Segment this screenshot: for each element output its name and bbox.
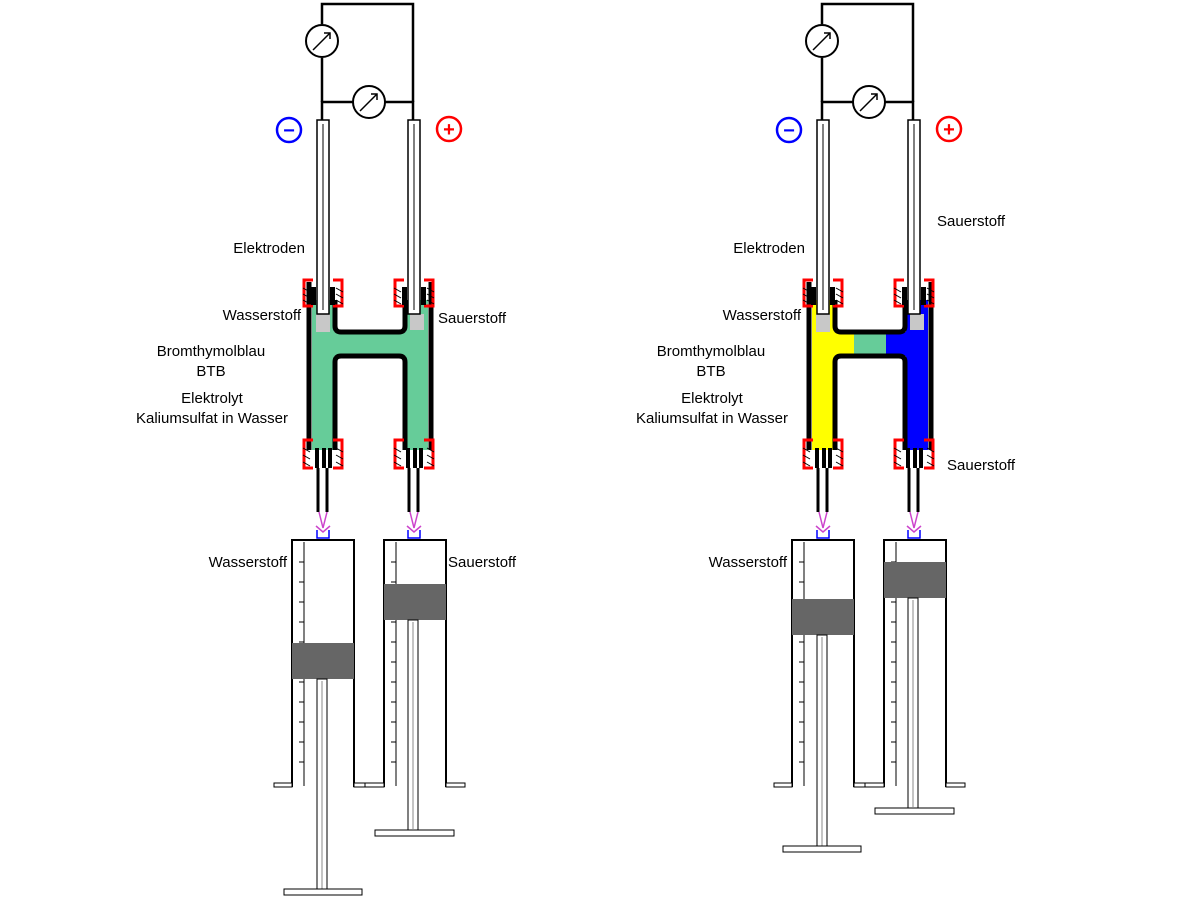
left-meter-upper (305, 24, 339, 58)
right-clamp-bottom-left (802, 438, 844, 470)
left-plus-text: + (443, 119, 455, 141)
right-neutral-zone (854, 332, 886, 356)
right-clamp-bottom-right (893, 438, 935, 470)
right-plus-text: + (943, 119, 955, 141)
right-electrodes-label: Elektroden (733, 240, 805, 257)
left-apparatus: − + (136, 2, 517, 896)
left-oxygen-label: Sauerstoff (438, 310, 507, 327)
left-electrolyte (312, 300, 428, 450)
right-indicator-label: Bromthymolblau (657, 343, 765, 360)
left-h-tube-walls (306, 282, 434, 450)
right-plus-sign: + (935, 115, 963, 143)
left-minus-sign: − (275, 116, 303, 144)
right-piston-hydrogen (792, 599, 854, 635)
left-indicator-label: Bromthymolblau (157, 343, 265, 360)
right-indicator-abbrev: BTB (696, 363, 725, 380)
right-meter-upper (805, 24, 839, 58)
right-oxygen-bottom-label: Sauerstoff (947, 457, 1016, 474)
left-electrode-minus (316, 119, 330, 315)
right-electrode-plus (907, 119, 921, 315)
left-piston-oxygen (384, 584, 446, 620)
right-hydrogen-gas (816, 314, 830, 332)
left-plus-sign: + (435, 115, 463, 143)
right-apparatus: − + (636, 2, 1016, 853)
right-hose-connectors (815, 511, 922, 539)
right-circuit-wires (820, 2, 915, 120)
left-hoses (316, 468, 420, 512)
right-minus-sign: − (775, 116, 803, 144)
left-clamp-bottom-left (302, 438, 344, 470)
right-base-column (906, 300, 928, 450)
left-oxygen-gas (410, 314, 424, 330)
left-syringe-oxygen (364, 539, 466, 837)
right-syringe-hydrogen (773, 539, 873, 853)
right-oxygen-top-label: Sauerstoff (937, 213, 1006, 230)
left-meter-lower (352, 85, 386, 119)
left-piston-hydrogen (292, 643, 354, 679)
right-oxygen-gas (910, 314, 924, 330)
right-piston-oxygen (884, 562, 946, 598)
left-syringe-hydrogen (273, 539, 373, 896)
left-electrolyte-label: Elektrolyt (181, 390, 244, 407)
left-circuit-wires (320, 2, 415, 120)
right-syringe-oxygen (864, 539, 966, 815)
left-minus-text: − (283, 120, 295, 142)
right-hydrogen-label: Wasserstoff (723, 307, 802, 324)
right-minus-text: − (783, 120, 795, 142)
right-hoses (816, 468, 920, 512)
left-syringe-hydrogen-label: Wasserstoff (209, 554, 288, 571)
left-hydrogen-label: Wasserstoff (223, 307, 302, 324)
left-clamp-top-right (393, 278, 435, 308)
left-hydrogen-gas (316, 314, 330, 332)
right-clamp-top-left (802, 278, 844, 308)
right-electrode-minus (816, 119, 830, 315)
right-electrolyte-desc: Kaliumsulfat in Wasser (636, 410, 788, 427)
left-indicator-abbrev: BTB (196, 363, 225, 380)
right-meter-lower (852, 85, 886, 119)
right-syringe-hydrogen-label: Wasserstoff (709, 554, 788, 571)
left-electrolyte-desc: Kaliumsulfat in Wasser (136, 410, 288, 427)
right-acid-column (812, 300, 834, 450)
left-clamp-bottom-right (393, 438, 435, 470)
right-clamp-top-right (893, 278, 935, 308)
right-electrolyte (812, 300, 928, 450)
left-hose-connectors (315, 511, 422, 539)
right-electrolyte-label: Elektrolyt (681, 390, 744, 407)
right-h-tube-walls (806, 282, 934, 450)
left-electrode-plus (407, 119, 421, 315)
left-electrodes-label: Elektroden (233, 240, 305, 257)
left-syringe-oxygen-label: Sauerstoff (448, 554, 517, 571)
left-clamp-top-left (302, 278, 344, 308)
